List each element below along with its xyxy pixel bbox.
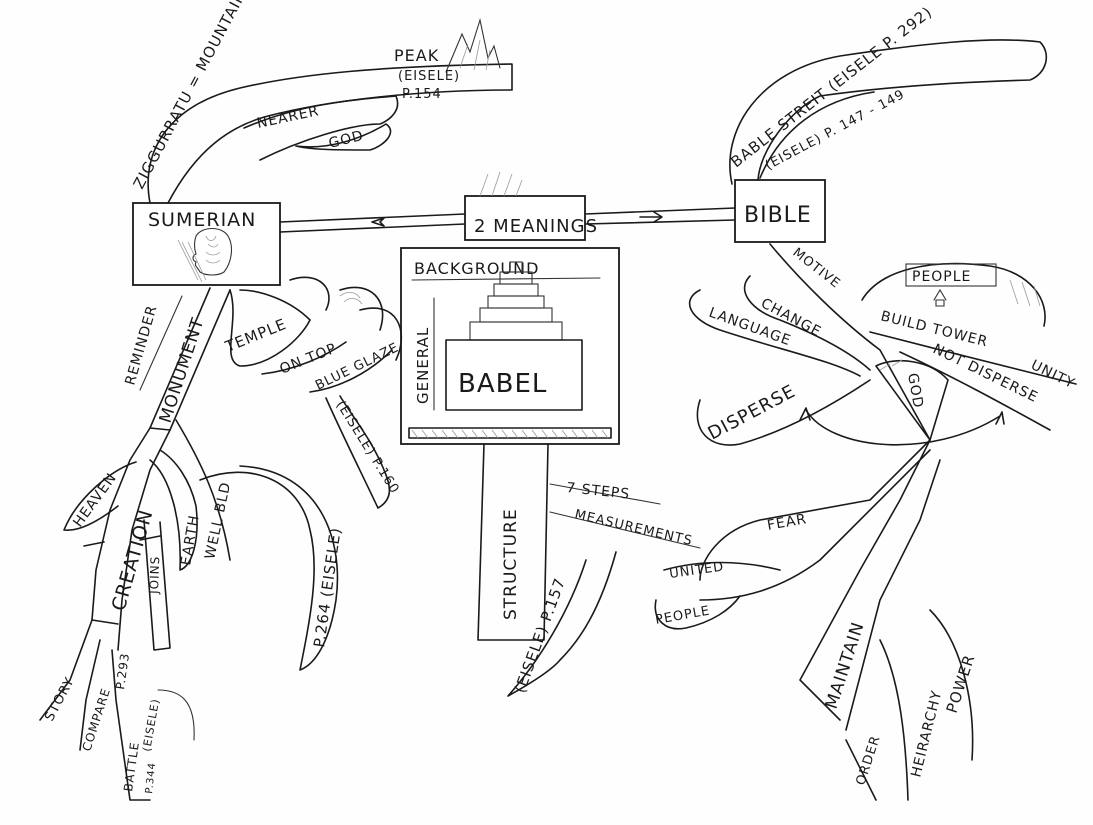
bible-label: BIBLE <box>744 203 812 228</box>
maintain-label: MAINTAIN <box>822 619 869 711</box>
fear-branch: FEAR UNITED PEOPLE <box>654 439 931 630</box>
compare-label: COMPARE <box>80 686 114 753</box>
motive-branch: MOTIVE PEOPLE BUILD TOWER UNITY NOT DISP… <box>769 243 1077 441</box>
general-label: GENERAL <box>414 327 432 404</box>
ref-160: (EISELE) P.160 <box>333 398 402 497</box>
ref-264: P.264 (EISELE) <box>310 526 345 649</box>
god-wedge-label: GOD <box>904 372 926 410</box>
main-connector <box>279 207 736 233</box>
ref-154-b: P.154 <box>402 87 442 102</box>
heirarchy-label: HEIRARCHY <box>908 689 945 779</box>
ziggurratu-branch: ZIGGURRATU = MOUNTAIN PEAK (EISELE) P.15… <box>130 0 513 204</box>
bible-node: BIBLE <box>734 179 826 243</box>
build-tower-label: BUILD TOWER <box>879 308 990 350</box>
well-bld-label: WELL BLD <box>202 480 234 561</box>
order-label: ORDER <box>854 734 884 788</box>
motive-label: MOTIVE <box>790 245 844 292</box>
people-label: PEOPLE <box>912 269 971 285</box>
ref-344: P.344 <box>144 762 158 795</box>
disperse-label: DISPERSE <box>704 381 799 445</box>
unity-label: UNITY <box>1028 357 1077 392</box>
structure-label: STRUCTURE <box>501 508 521 620</box>
earth-label: EARTH <box>178 513 203 566</box>
monument-label: MONUMENT <box>156 315 209 426</box>
monument-branch: MONUMENT REMINDER <box>122 287 231 431</box>
united-label: UNITED <box>668 559 725 582</box>
reminder-label: REMINDER <box>122 303 160 387</box>
ref-293-a: P.293 <box>113 652 132 691</box>
story-label: STORY <box>42 675 78 724</box>
nearer-label: NEARER <box>256 103 321 132</box>
maintain-branch: MAINTAIN ORDER HEIRARCHY POWER <box>799 439 979 801</box>
ref-154-a: (EISELE) <box>398 69 460 84</box>
babel-background-node: BACKGROUND GENERAL BABEL <box>400 247 620 445</box>
background-label: BACKGROUND <box>414 259 539 278</box>
ziggurratu-part-a: ZIGGURRATU = MOUNTAIN <box>130 0 250 192</box>
seven-steps-label: 7 STEPS <box>566 480 631 503</box>
measurements-label: MEASUREMENTS <box>573 507 694 549</box>
not-disperse-label: NOT DISPERSE <box>930 341 1040 406</box>
ref-293-b: (EISELE) <box>140 697 162 752</box>
meanings-node: 2 MEANINGS <box>464 171 598 241</box>
peak-label: PEAK <box>394 46 439 65</box>
power-label: POWER <box>943 652 979 715</box>
fear-label: FEAR <box>766 511 808 534</box>
sumerian-label: SUMERIAN <box>148 209 256 231</box>
bable-streit-branch: BABLE STREIT (EISELE P. 292) (EISELE) P.… <box>727 3 1048 185</box>
joins-label: JOINS <box>147 556 162 596</box>
sumerian-head-sketch <box>177 227 233 283</box>
meanings-label: 2 MEANINGS <box>474 216 598 237</box>
babel-label: BABEL <box>458 369 547 399</box>
tower-of-babel-sketch <box>445 261 583 411</box>
battle-label: BATTLE <box>121 741 142 793</box>
creation-branch: CREATION HEAVEN EARTH JOINS WELL BLD P.2… <box>39 419 345 801</box>
sumerian-node: SUMERIAN <box>132 202 281 286</box>
people-2-label: PEOPLE <box>654 604 711 628</box>
